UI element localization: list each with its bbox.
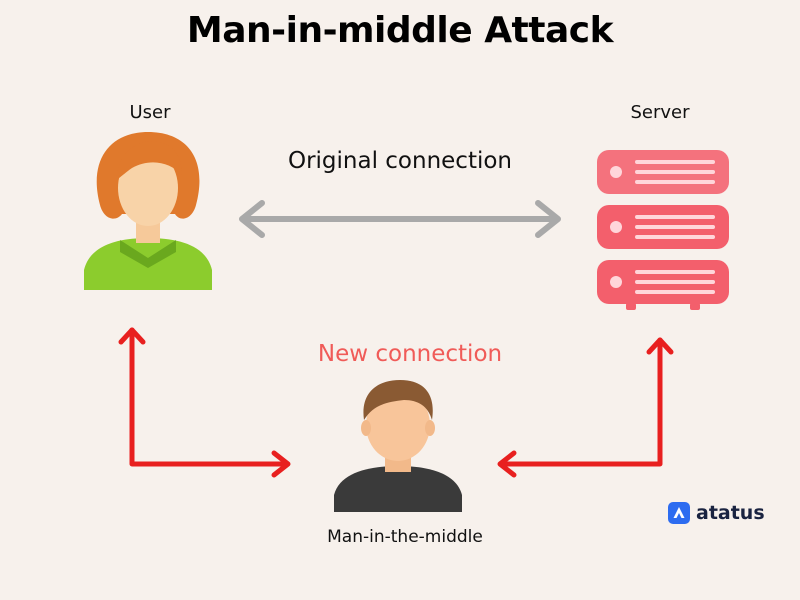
atatus-logo-icon — [668, 502, 690, 524]
server-to-attacker-arrow — [497, 337, 674, 478]
user-icon — [84, 132, 212, 290]
attacker-label: Man-in-the-middle — [327, 527, 483, 547]
server-label: Server — [630, 102, 690, 123]
server-icon — [597, 150, 729, 310]
diagram-title: Man-in-middle Attack — [186, 10, 614, 51]
original-connection-label: Original connection — [287, 148, 513, 174]
user-label: User — [129, 102, 171, 123]
atatus-logo: atatus — [668, 502, 765, 524]
new-connection-label: New connection — [317, 341, 503, 367]
original-connection-arrow — [239, 200, 561, 238]
atatus-brand-text: atatus — [696, 502, 765, 524]
user-to-attacker-arrow — [118, 327, 291, 478]
attacker-icon — [334, 380, 462, 512]
